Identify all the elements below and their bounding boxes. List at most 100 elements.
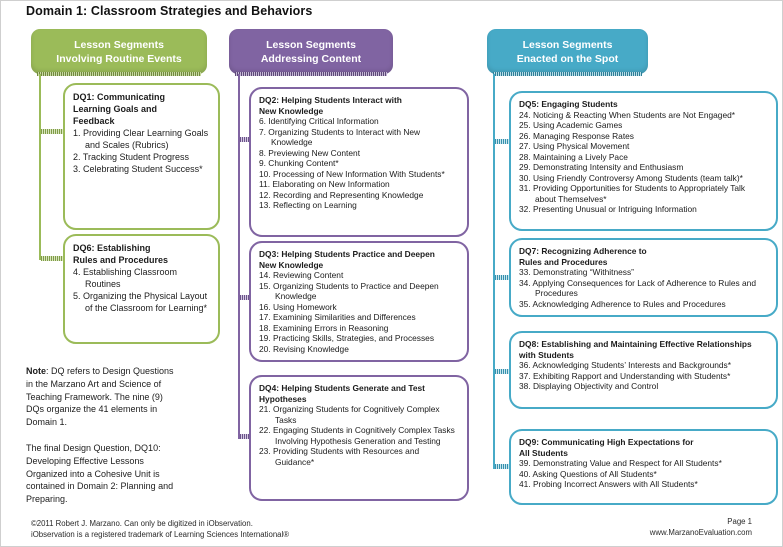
- dq4-box: DQ4: Helping Students Generate and Test …: [249, 375, 469, 501]
- element-41: 41. Probing Incorrect Answers with All S…: [519, 479, 698, 489]
- footer-copyright: ©2011 Robert J. Marzano. Can only be dig…: [31, 519, 253, 528]
- dq7-title: DQ7: Recognizing Adherence to Rules and …: [519, 246, 647, 267]
- note-label: Note: [26, 366, 46, 376]
- element-40: 40. Asking Questions of All Students*: [519, 468, 657, 479]
- dq6-box: DQ6: Establishing Rules and Procedures 4…: [63, 234, 220, 344]
- dq5-box: DQ5: Engaging Students 24. Noticing & Re…: [509, 91, 778, 231]
- footer-trademark: iObservation is a registered trademark o…: [31, 530, 289, 539]
- page-number: Page 1: [727, 517, 752, 526]
- note-paragraph-2: The final Design Question, DQ10: Develop…: [26, 442, 174, 505]
- element-6: 6. Identifying Critical Information: [259, 116, 379, 126]
- dq2-box: DQ2: Helping Students Interact with New …: [249, 87, 469, 237]
- connector-trunk-green: [39, 74, 41, 260]
- element-24: 24. Noticing & Reacting When Students ar…: [519, 109, 736, 120]
- element-23: 23. Providing Students with Resources an…: [259, 446, 420, 467]
- dq5-title: DQ5: Engaging Students: [519, 99, 618, 109]
- element-25: 25. Using Academic Games: [519, 120, 623, 130]
- connector-trunk-purple: [238, 74, 240, 439]
- element-16: 16. Using Homework: [259, 301, 337, 312]
- dq8-items: 36. Acknowledging Students’ Interests an…: [519, 360, 768, 392]
- element-12: 12. Recording and Representing Knowledge: [259, 189, 424, 200]
- header-enacted-hatch: [493, 72, 642, 76]
- connector-stub-dq7: [495, 275, 509, 280]
- dq1-box: DQ1: Communicating Learning Goals and Fe…: [63, 83, 220, 230]
- element-34: 34. Applying Consequences for Lack of Ad…: [519, 277, 756, 299]
- dq7-items: 33. Demonstrating “Withitness”34. Applyi…: [519, 267, 768, 309]
- header-addressing-content: Lesson Segments Addressing Content: [229, 29, 393, 74]
- connector-stub-dq5: [495, 139, 509, 144]
- connector-trunk-teal: [493, 74, 495, 469]
- element-39: 39. Demonstrating Value and Respect for …: [519, 458, 722, 468]
- element-33: 33. Demonstrating “Withitness”: [519, 267, 634, 277]
- element-9: 9. Chunking Content*: [259, 158, 339, 168]
- element-15: 15. Organizing Students to Practice and …: [259, 280, 439, 302]
- element-38: 38. Displaying Objectivity and Control: [519, 381, 659, 391]
- element-5: 5. Organizing the Physical Layout of the…: [73, 291, 208, 313]
- note-paragraph-1: Note: DQ refers to Design Questions in t…: [26, 365, 181, 429]
- website-url: www.MarzanoEvaluation.com: [649, 528, 752, 537]
- dq5-items: 24. Noticing & Reacting When Students ar…: [519, 110, 768, 215]
- dq7-box: DQ7: Recognizing Adherence to Rules and …: [509, 238, 778, 317]
- dq8-box: DQ8: Establishing and Maintaining Effect…: [509, 331, 778, 409]
- dq3-box: DQ3: Helping Students Practice and Deepe…: [249, 241, 469, 362]
- element-14: 14. Reviewing Content: [259, 270, 344, 280]
- element-28: 28. Maintaining a Lively Pace: [519, 151, 628, 162]
- header-addressing-content-line1: Lesson Segments: [266, 38, 356, 51]
- connector-stub-dq8: [495, 369, 509, 374]
- element-19: 19. Practicing Skills, Strategies, and P…: [259, 333, 435, 343]
- connector-stub-dq9: [495, 464, 509, 469]
- element-35: 35. Acknowledging Adherence to Rules and…: [519, 298, 726, 309]
- page-title: Domain 1: Classroom Strategies and Behav…: [26, 4, 313, 18]
- dq4-title: DQ4: Helping Students Generate and Test …: [259, 383, 425, 404]
- header-routine-events-line1: Lesson Segments: [74, 38, 164, 51]
- connector-stub-dq2: [240, 137, 249, 142]
- element-26: 26. Managing Response Rates: [519, 130, 634, 141]
- note-block: Note: DQ refers to Design Questions in t…: [26, 365, 181, 506]
- header-routine-events-line2: Involving Routine Events: [56, 52, 182, 65]
- element-32: 32. Presenting Unusual or Intriguing Inf…: [519, 204, 697, 214]
- element-18: 18. Examining Errors in Reasoning: [259, 322, 389, 333]
- dq3-title: DQ3: Helping Students Practice and Deepe…: [259, 249, 435, 270]
- element-3: 3. Celebrating Student Success*: [73, 164, 203, 174]
- connector-stub-dq3: [240, 295, 249, 300]
- header-enacted-on-spot: Lesson Segments Enacted on the Spot: [487, 29, 648, 74]
- header-routine-hatch: [37, 72, 201, 76]
- header-addressing-content-line2: Addressing Content: [260, 52, 362, 65]
- element-8: 8. Previewing New Content: [259, 147, 361, 158]
- note-text: : DQ refers to Design Questions in the M…: [26, 366, 174, 428]
- dq9-items: 39. Demonstrating Value and Respect for …: [519, 458, 768, 490]
- header-routine-events: Lesson Segments Involving Routine Events: [31, 29, 207, 74]
- dq6-title: DQ6: Establishing Rules and Procedures: [73, 243, 169, 265]
- element-1: 1. Providing Clear Learning Goals and Sc…: [73, 128, 209, 150]
- element-22: 22. Engaging Students in Cognitively Com…: [259, 425, 455, 446]
- dq8-title: DQ8: Establishing and Maintaining Effect…: [519, 339, 752, 360]
- element-2: 2. Tracking Student Progress: [73, 152, 190, 162]
- element-21: 21. Organizing Students for Cognitively …: [259, 404, 440, 425]
- connector-stub-dq6: [41, 256, 63, 261]
- connector-stub-dq1: [41, 129, 63, 134]
- header-enacted-on-spot-line2: Enacted on the Spot: [516, 52, 619, 65]
- footer-left: ©2011 Robert J. Marzano. Can only be dig…: [31, 518, 289, 540]
- element-13: 13. Reflecting on Learning: [259, 200, 357, 210]
- dq9-box: DQ9: Communicating High Expectations for…: [509, 429, 778, 505]
- footer-right: Page 1 www.MarzanoEvaluation.com: [650, 516, 752, 538]
- element-27: 27. Using Physical Movement: [519, 141, 630, 151]
- element-37: 37. Exhibiting Rapport and Understanding…: [519, 370, 731, 381]
- element-4: 4. Establishing Classroom Routines: [73, 267, 178, 289]
- connector-stub-dq4: [240, 434, 249, 439]
- element-20: 20. Revising Knowledge: [259, 343, 349, 354]
- element-31: 31. Providing Opportunities for Students…: [519, 183, 746, 204]
- element-30: 30. Using Friendly Controversy Among Stu…: [519, 172, 743, 183]
- header-content-hatch: [235, 72, 387, 76]
- dq9-title: DQ9: Communicating High Expectations for…: [519, 437, 694, 458]
- dq1-title: DQ1: Communicating Learning Goals and Fe…: [73, 92, 166, 126]
- dq4-items: 21. Organizing Students for Cognitively …: [259, 404, 459, 467]
- element-7: 7. Organizing Students to Interact with …: [259, 126, 421, 148]
- element-17: 17. Examining Similarities and Differenc…: [259, 312, 416, 322]
- dq1-items: 1. Providing Clear Learning Goals and Sc…: [73, 127, 210, 175]
- element-36: 36. Acknowledging Students’ Interests an…: [519, 360, 731, 370]
- element-11: 11. Elaborating on New Information: [259, 179, 390, 189]
